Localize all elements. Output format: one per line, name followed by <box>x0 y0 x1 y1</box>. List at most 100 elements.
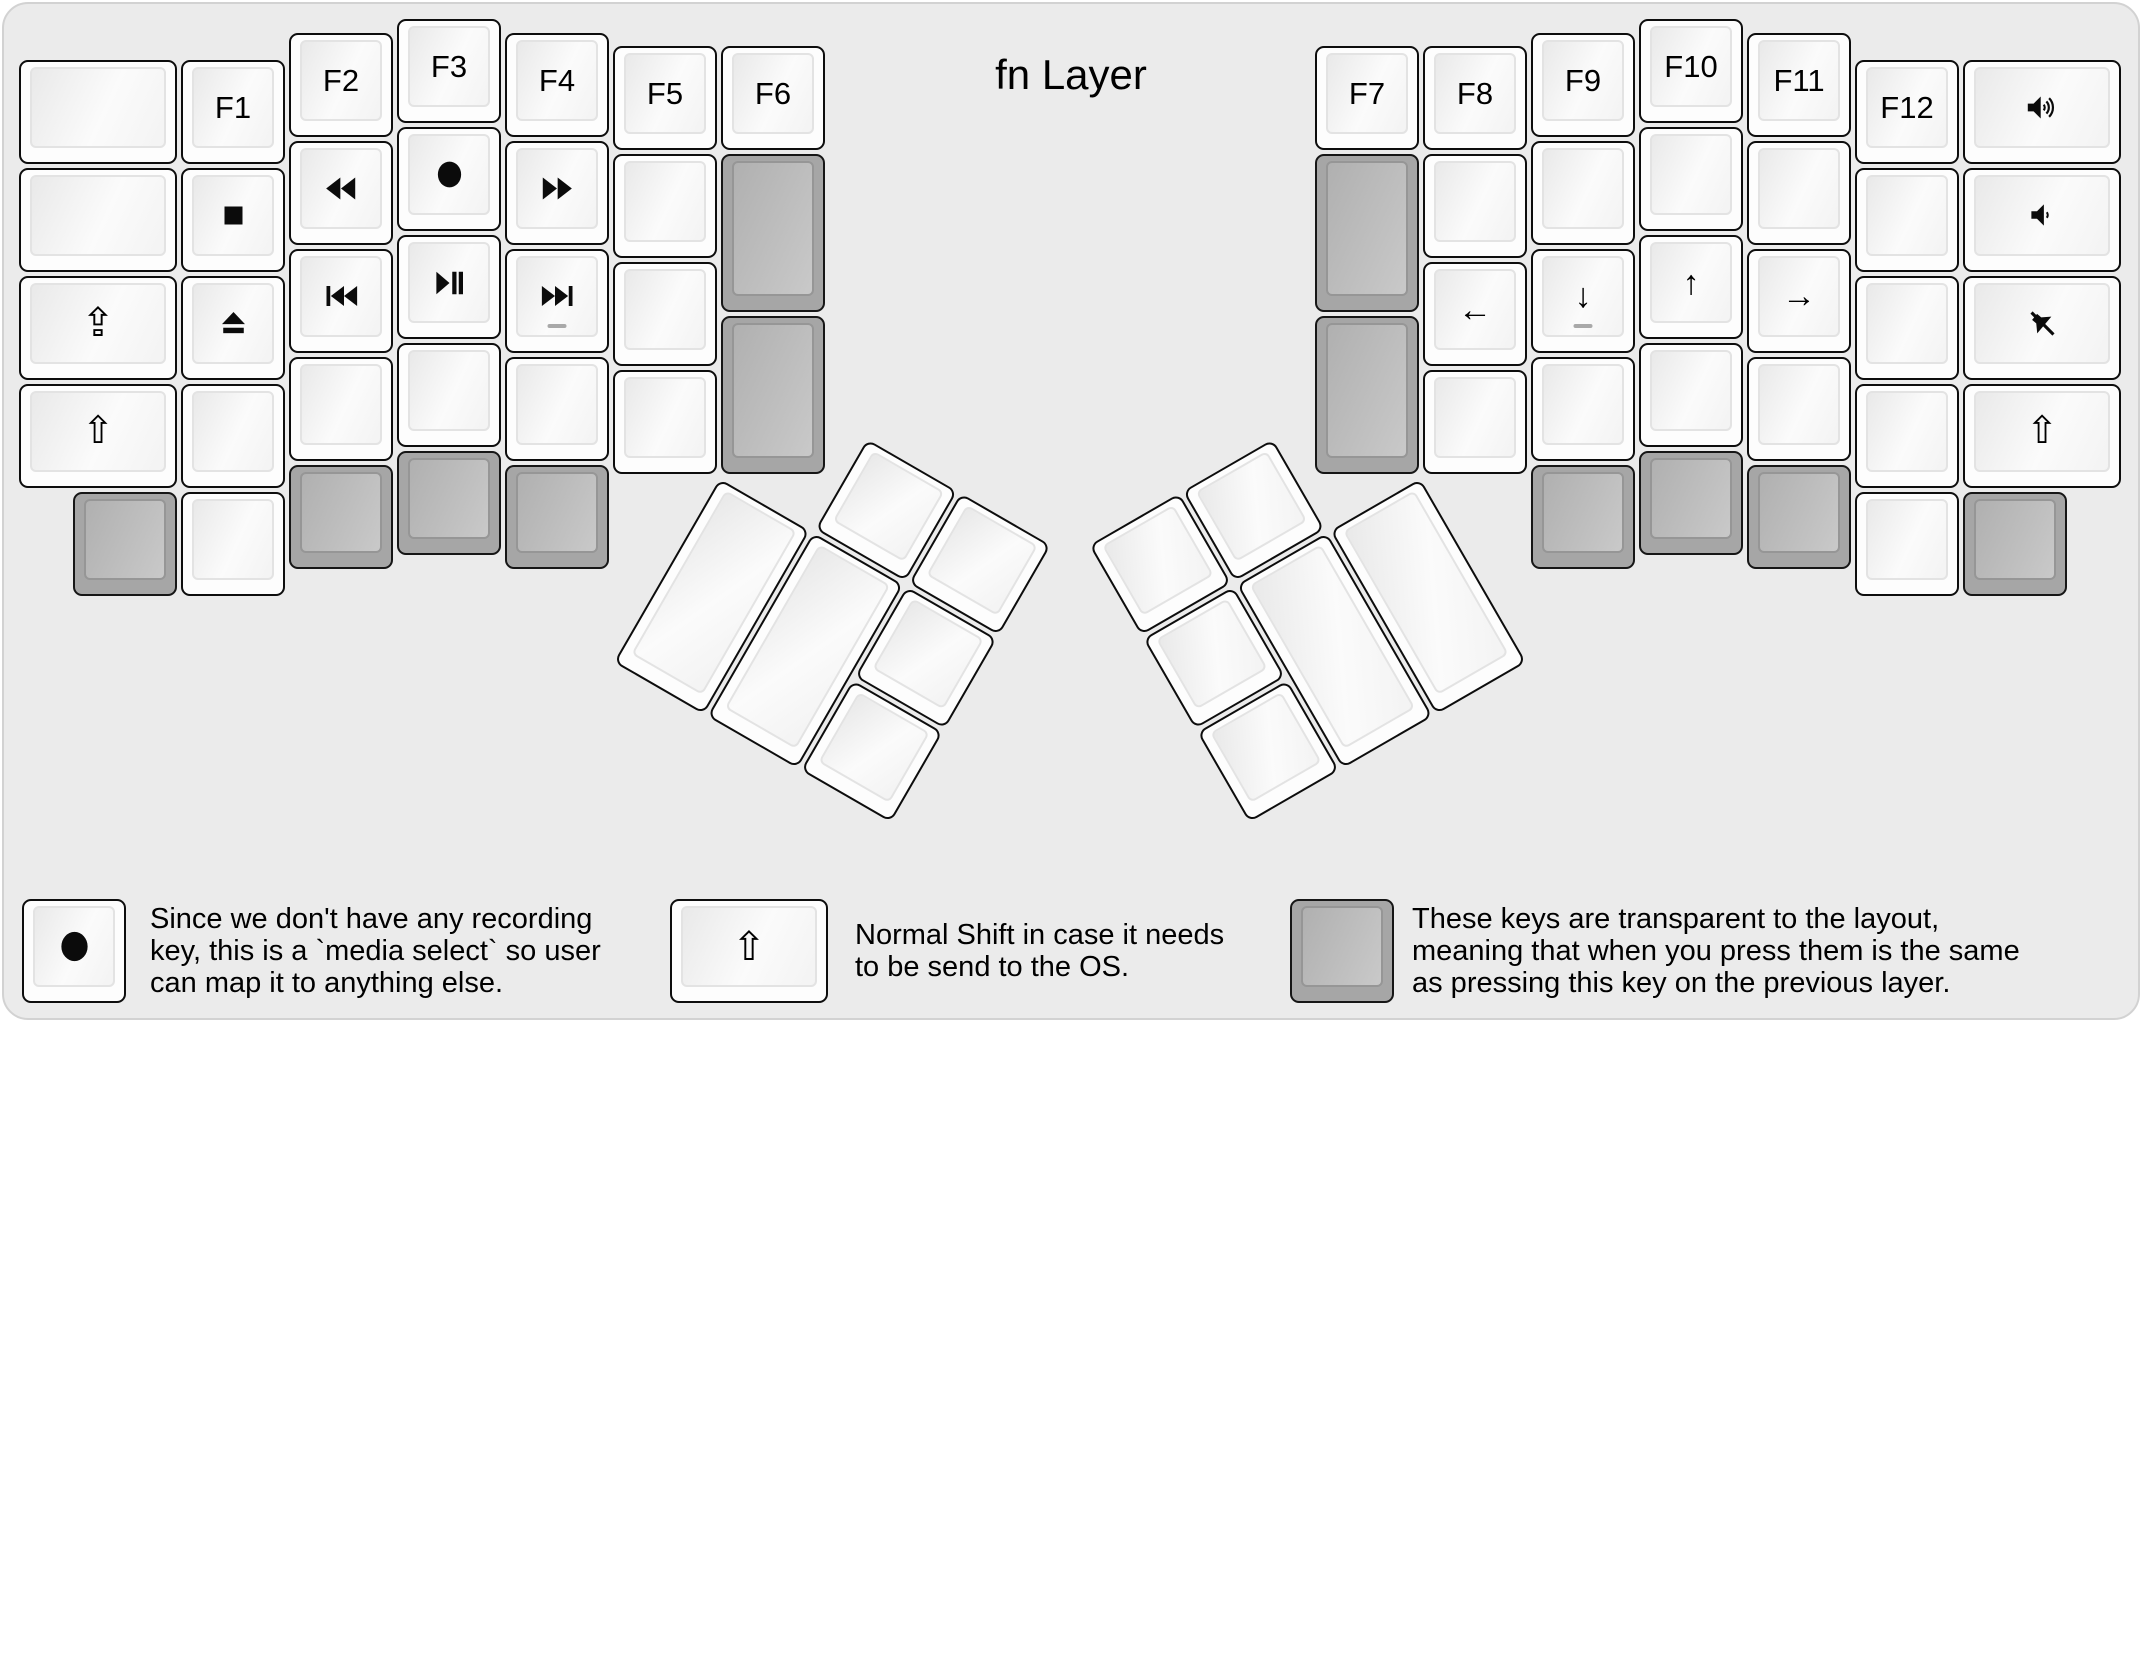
keytop <box>30 66 166 148</box>
key-legend: F7 <box>1348 76 1386 111</box>
keytop <box>1542 363 1624 445</box>
key-legend: ↑ <box>1682 263 1700 302</box>
keytop <box>1974 66 2110 148</box>
key-blank[interactable] <box>613 370 717 474</box>
legend-example-key <box>1290 899 1394 1003</box>
key-blank[interactable] <box>181 383 285 488</box>
key-caps-lock[interactable]: ⇪ <box>19 275 177 380</box>
keytop <box>1866 282 1948 364</box>
keytop: ⇧ <box>1974 390 2110 472</box>
eject-icon <box>219 309 248 338</box>
key-blank[interactable] <box>1855 491 1959 596</box>
key-transparent[interactable] <box>289 464 393 569</box>
keytop <box>516 147 598 229</box>
keytop: ↓ <box>1542 255 1624 337</box>
key-blank[interactable] <box>19 59 177 164</box>
key-shift[interactable]: ⇧ <box>19 383 177 488</box>
key-f1[interactable]: F1 <box>181 59 285 164</box>
keytop <box>926 504 1038 616</box>
key-arrow-left[interactable]: ← <box>1423 262 1527 366</box>
key-arrow-right[interactable]: → <box>1747 248 1851 353</box>
keytop <box>1434 377 1516 458</box>
keytop: F5 <box>624 53 706 134</box>
legend-example-key <box>22 899 126 1003</box>
record-icon <box>434 159 465 190</box>
key-blank[interactable] <box>289 356 393 461</box>
key-transparent[interactable] <box>721 154 825 312</box>
key-transparent[interactable] <box>721 316 825 474</box>
key-transparent[interactable] <box>397 451 501 555</box>
record-icon <box>57 929 92 964</box>
key-f12[interactable]: F12 <box>1855 59 1959 164</box>
key-f3[interactable]: F3 <box>397 19 501 123</box>
key-arrow-down[interactable]: ↓ <box>1531 248 1635 353</box>
key-blank[interactable] <box>505 356 609 461</box>
keytop <box>408 134 490 215</box>
keytop <box>192 498 274 580</box>
key-fast-forward[interactable] <box>505 140 609 245</box>
key-transparent[interactable] <box>1315 154 1419 312</box>
keytop <box>1326 161 1408 296</box>
keytop <box>1326 323 1408 458</box>
next-track-icon <box>540 281 575 311</box>
key-legend: F10 <box>1664 49 1718 84</box>
key-f7[interactable]: F7 <box>1315 46 1419 150</box>
key-prev-track[interactable] <box>289 248 393 353</box>
keytop <box>1866 498 1948 580</box>
keytop: F12 <box>1866 66 1948 148</box>
key-f8[interactable]: F8 <box>1423 46 1527 150</box>
keytop <box>624 161 706 242</box>
keytop: F7 <box>1326 53 1408 134</box>
key-blank[interactable] <box>1855 167 1959 272</box>
key-transparent[interactable] <box>505 464 609 569</box>
key-blank[interactable] <box>1423 154 1527 258</box>
key-next-track[interactable] <box>505 248 609 353</box>
key-f2[interactable]: F2 <box>289 32 393 137</box>
keytop <box>624 269 706 350</box>
key-f11[interactable]: F11 <box>1747 32 1851 137</box>
key-legend: ⇪ <box>81 301 115 345</box>
key-transparent[interactable] <box>1531 464 1635 569</box>
key-blank[interactable] <box>1639 127 1743 231</box>
key-rewind[interactable] <box>289 140 393 245</box>
key-blank[interactable] <box>1747 356 1851 461</box>
key-blank[interactable] <box>1855 275 1959 380</box>
key-blank[interactable] <box>1855 383 1959 488</box>
key-shift[interactable]: ⇧ <box>1963 383 2121 488</box>
key-volume-down[interactable] <box>1963 167 2121 272</box>
key-blank[interactable] <box>1423 370 1527 474</box>
key-blank[interactable] <box>1531 356 1635 461</box>
key-blank[interactable] <box>1639 343 1743 447</box>
key-f5[interactable]: F5 <box>613 46 717 150</box>
key-blank[interactable] <box>1531 140 1635 245</box>
key-blank[interactable] <box>613 154 717 258</box>
key-blank[interactable] <box>613 262 717 366</box>
keytop: ↑ <box>1650 242 1732 323</box>
key-stop[interactable] <box>181 167 285 272</box>
key-f10[interactable]: F10 <box>1639 19 1743 123</box>
key-mute[interactable] <box>1963 275 2121 380</box>
key-arrow-up[interactable]: ↑ <box>1639 235 1743 339</box>
key-f4[interactable]: F4 <box>505 32 609 137</box>
key-f9[interactable]: F9 <box>1531 32 1635 137</box>
key-transparent[interactable] <box>1315 316 1419 474</box>
keytop <box>1195 450 1308 562</box>
key-record[interactable] <box>397 127 501 231</box>
key-f6[interactable]: F6 <box>721 46 825 150</box>
key-transparent[interactable] <box>1639 451 1743 555</box>
key-play-pause[interactable] <box>397 235 501 339</box>
keytop <box>1102 504 1214 616</box>
key-transparent[interactable] <box>73 491 177 596</box>
key-blank[interactable] <box>397 343 501 447</box>
keytop <box>1758 363 1840 445</box>
key-eject[interactable] <box>181 275 285 380</box>
key-blank[interactable] <box>181 491 285 596</box>
key-volume-up[interactable] <box>1963 59 2121 164</box>
key-transparent[interactable] <box>1747 464 1851 569</box>
key-blank[interactable] <box>1747 140 1851 245</box>
key-blank[interactable] <box>19 167 177 272</box>
play-pause-icon <box>433 268 466 298</box>
keytop: → <box>1758 255 1840 337</box>
keytop <box>1866 174 1948 256</box>
key-transparent[interactable] <box>1963 491 2067 596</box>
